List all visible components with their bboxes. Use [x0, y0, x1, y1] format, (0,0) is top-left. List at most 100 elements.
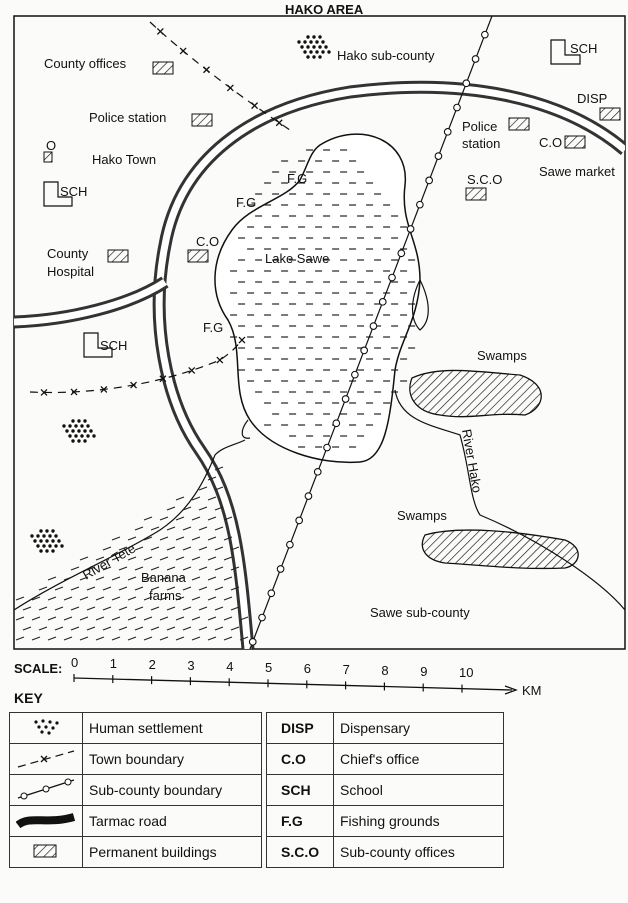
label-sco: S.C.O	[467, 172, 502, 187]
building-police-right-icon	[508, 117, 530, 131]
label-hako-sub-county: Hako sub-county	[337, 48, 435, 63]
label-county-hospital-2: Hospital	[47, 264, 94, 279]
label-hako-town: Hako Town	[92, 152, 156, 167]
school-icon-top-right	[550, 39, 581, 65]
key-label: Human settlement	[82, 712, 262, 744]
label-river-tete: River Tete	[80, 540, 138, 582]
label-fg-1: F.G	[287, 171, 307, 186]
building-disp-icon	[599, 107, 621, 121]
scale-tick-label: 1	[110, 656, 117, 671]
scale-tick-label: 4	[226, 659, 233, 674]
key-title: KEY	[14, 690, 43, 706]
key-symbols-table: Human settlement Town boundary Sub-count…	[9, 712, 262, 868]
key-row: Sub-county boundary	[9, 774, 262, 806]
key-row: Permanent buildings	[9, 836, 262, 868]
label-police-station-left: Police station	[89, 110, 166, 125]
scale-tick-label: 8	[381, 663, 388, 678]
building-o-icon	[43, 151, 53, 163]
label-sawe-sub-county: Sawe sub-county	[370, 605, 470, 620]
key-abbr: S.C.O	[266, 836, 334, 868]
label-county-offices: County offices	[44, 56, 127, 71]
key-meaning: School	[333, 774, 504, 806]
scale-tick-label: 7	[343, 662, 350, 677]
key-label: Tarmac road	[82, 805, 262, 837]
key-abbr: SCH	[266, 774, 334, 806]
label-co-right: C.O	[539, 135, 562, 150]
building-co-right-icon	[564, 135, 586, 149]
human-settlement-icon	[297, 35, 331, 59]
human-settlement-icon	[9, 712, 83, 744]
label-sch-mid-left: SCH	[100, 338, 127, 353]
map-title: HAKO AREA	[285, 2, 364, 17]
label-swamps-2: Swamps	[397, 508, 447, 523]
label-sawe-market: Sawe market	[539, 164, 615, 179]
building-county-offices-icon	[152, 61, 174, 75]
scale-unit: KM	[522, 683, 542, 698]
label-lake-sawe: Lake Sawe	[265, 251, 329, 266]
sub-county-boundary	[248, 16, 493, 649]
key-label: Town boundary	[82, 743, 262, 775]
building-police-left-icon	[191, 113, 213, 127]
school-symbols	[43, 39, 581, 358]
human-settlement-icon	[30, 529, 64, 553]
sub-county-boundary-icon	[9, 774, 83, 806]
label-sch-top-left: SCH	[60, 184, 87, 199]
key-row: Human settlement	[9, 712, 262, 744]
swamp-south	[421, 529, 579, 570]
building-co-left-icon	[187, 249, 209, 263]
scale-tick-label: 3	[187, 658, 194, 673]
scale-label: SCALE:	[14, 661, 62, 676]
key-row: Tarmac road	[9, 805, 262, 837]
key-meaning: Chief's office	[333, 743, 504, 775]
scale-tick-label: 9	[420, 664, 427, 679]
label-sch-top-right: SCH	[570, 41, 597, 56]
permanent-buildings	[43, 61, 621, 263]
scale-tick-label: 2	[149, 657, 156, 672]
key-label: Permanent buildings	[82, 836, 262, 868]
label-fg-2: F.G	[236, 195, 256, 210]
label-fg-3: F.G	[203, 320, 223, 335]
river-tete	[14, 439, 246, 611]
school-icon-top-left	[43, 181, 73, 207]
banana-farms	[15, 466, 249, 641]
permanent-buildings-icon	[9, 836, 83, 868]
key-row: Town boundary	[9, 743, 262, 775]
key-meaning: Fishing grounds	[333, 805, 504, 837]
key-abbr: F.G	[266, 805, 334, 837]
human-settlement-icon	[62, 419, 96, 443]
building-hospital-icon	[107, 249, 129, 263]
label-co-left: C.O	[196, 234, 219, 249]
tarmac-road	[14, 80, 625, 649]
label-river-hako: River Hako	[459, 428, 485, 494]
building-sco-icon	[465, 187, 487, 201]
label-police-right-1: Police	[462, 119, 497, 134]
town-boundary	[29, 21, 291, 396]
scale-tick-label: 10	[459, 665, 473, 680]
scale-tick-label: 0	[71, 655, 78, 670]
key-meaning: Sub-county offices	[333, 836, 504, 868]
label-o-marker: O	[46, 138, 56, 153]
label-banana-1: Banana	[141, 570, 187, 585]
key-abbr: DISP	[266, 712, 334, 744]
swamp-north	[409, 369, 542, 418]
key-meaning: Dispensary	[333, 712, 504, 744]
key-abbr: C.O	[266, 743, 334, 775]
tarmac-road-icon	[9, 805, 83, 837]
scale-tick-label: 5	[265, 660, 272, 675]
key-label: Sub-county boundary	[82, 774, 262, 806]
label-banana-2: farms	[149, 588, 182, 603]
label-disp: DISP	[577, 91, 607, 106]
label-police-right-2: station	[462, 136, 500, 151]
river-hako	[394, 389, 625, 611]
label-county-hospital-1: County	[47, 246, 89, 261]
map-frame	[13, 15, 626, 650]
town-boundary-icon	[9, 743, 83, 775]
